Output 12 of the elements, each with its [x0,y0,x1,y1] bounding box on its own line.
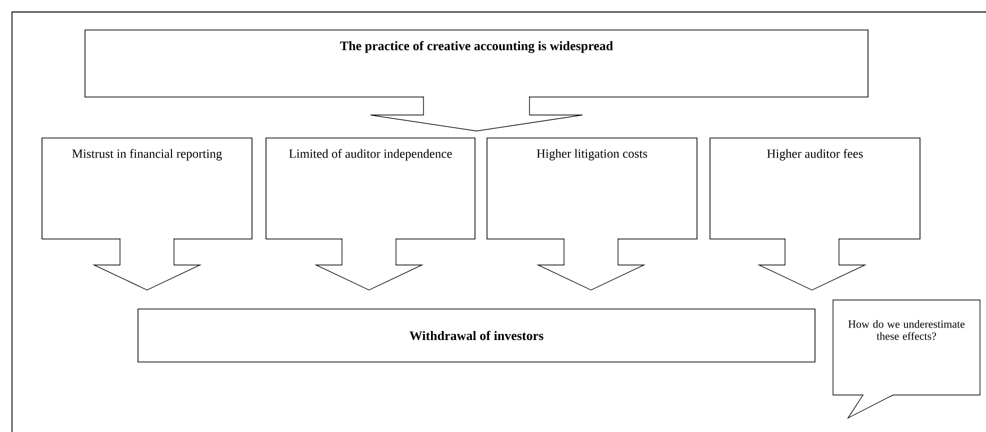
process-box: Limited of auditor independence [266,138,476,240]
callout-box: The practice of creative accounting is widespread [84,30,868,98]
block-arrow [92,238,202,290]
block-arrow [536,238,646,290]
block-arrow [314,238,424,290]
block-arrow [757,238,867,290]
process-box: Mistrust in financial reporting [42,138,252,240]
process-box: Higher auditor fees [710,138,920,240]
block-arrow [370,96,583,132]
process-box: Higher litigation costs [486,138,698,240]
speech-bubble: How do we underestimate these effects? [832,300,980,419]
result-box: Withdrawal of investors [138,308,816,362]
